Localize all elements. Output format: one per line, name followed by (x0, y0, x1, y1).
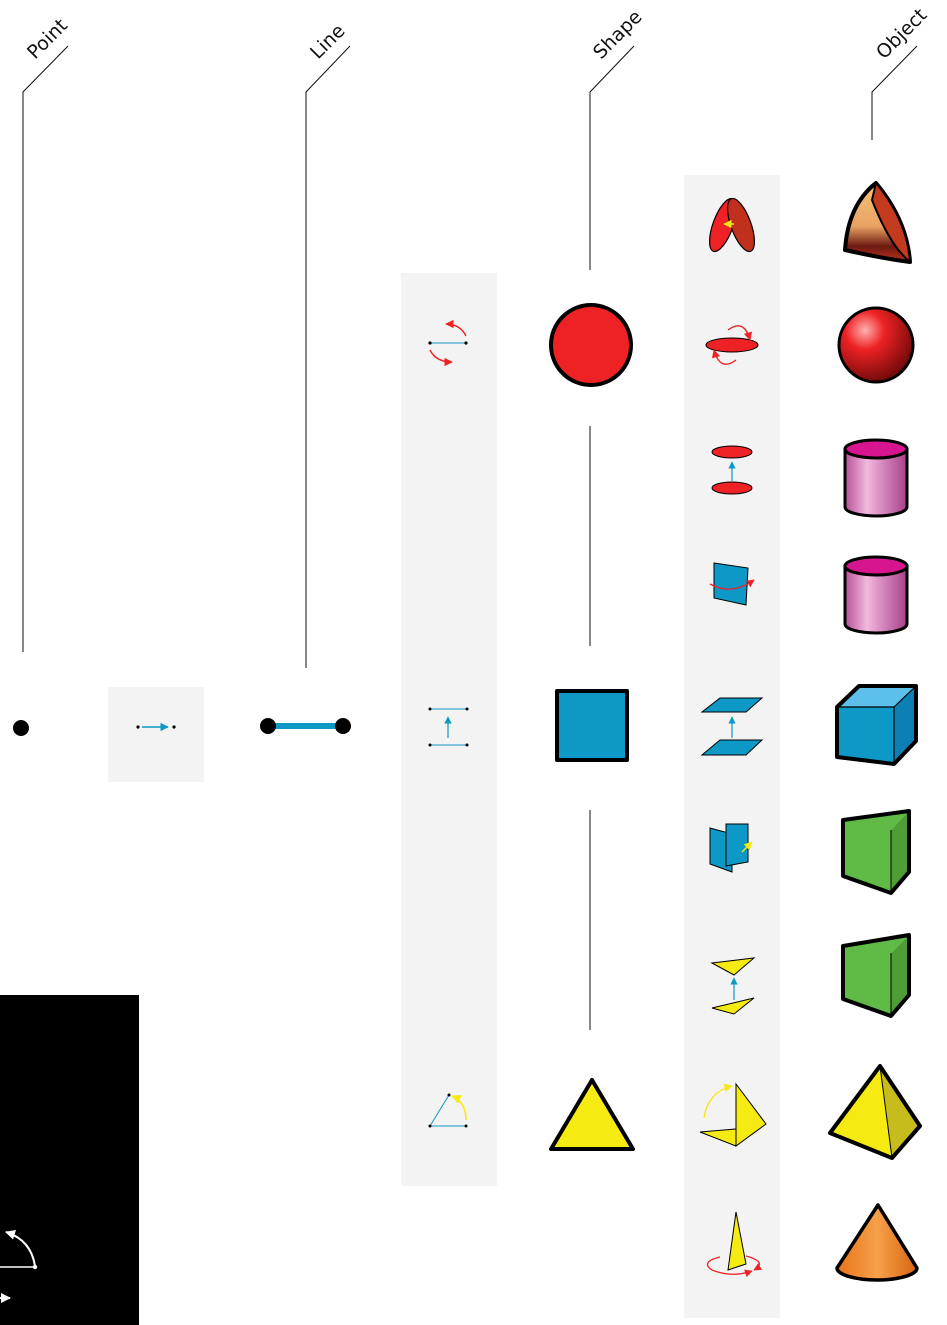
point-to-line-panel (108, 687, 204, 782)
object-cylinder (845, 440, 907, 516)
column-header-object: Object (872, 4, 931, 140)
line-segment (260, 718, 351, 734)
shape-triangle (551, 1080, 633, 1149)
column-header-point: Point (23, 15, 72, 652)
object-sphere (839, 308, 913, 382)
line-to-shape-panel (401, 273, 497, 1186)
column-header-shape: Shape (589, 6, 647, 270)
object-header-label: Object (872, 4, 931, 63)
object-cylinder (845, 557, 907, 633)
shape-square (557, 691, 627, 760)
point-dot (13, 720, 29, 736)
object-pyramid (830, 1066, 920, 1158)
object-prism (843, 811, 909, 893)
shape-header-label: Shape (589, 6, 647, 64)
object-cube (837, 686, 916, 764)
shape-circle (551, 305, 631, 385)
line-header-label: Line (306, 20, 350, 64)
column-header-line: Line (306, 20, 350, 668)
object-cone (837, 1205, 917, 1280)
legend-box (0, 995, 139, 1325)
object-cone-segment (845, 183, 910, 262)
point-header-label: Point (23, 15, 72, 64)
object-prism (843, 935, 909, 1016)
shape-to-object-panel (684, 175, 780, 1318)
